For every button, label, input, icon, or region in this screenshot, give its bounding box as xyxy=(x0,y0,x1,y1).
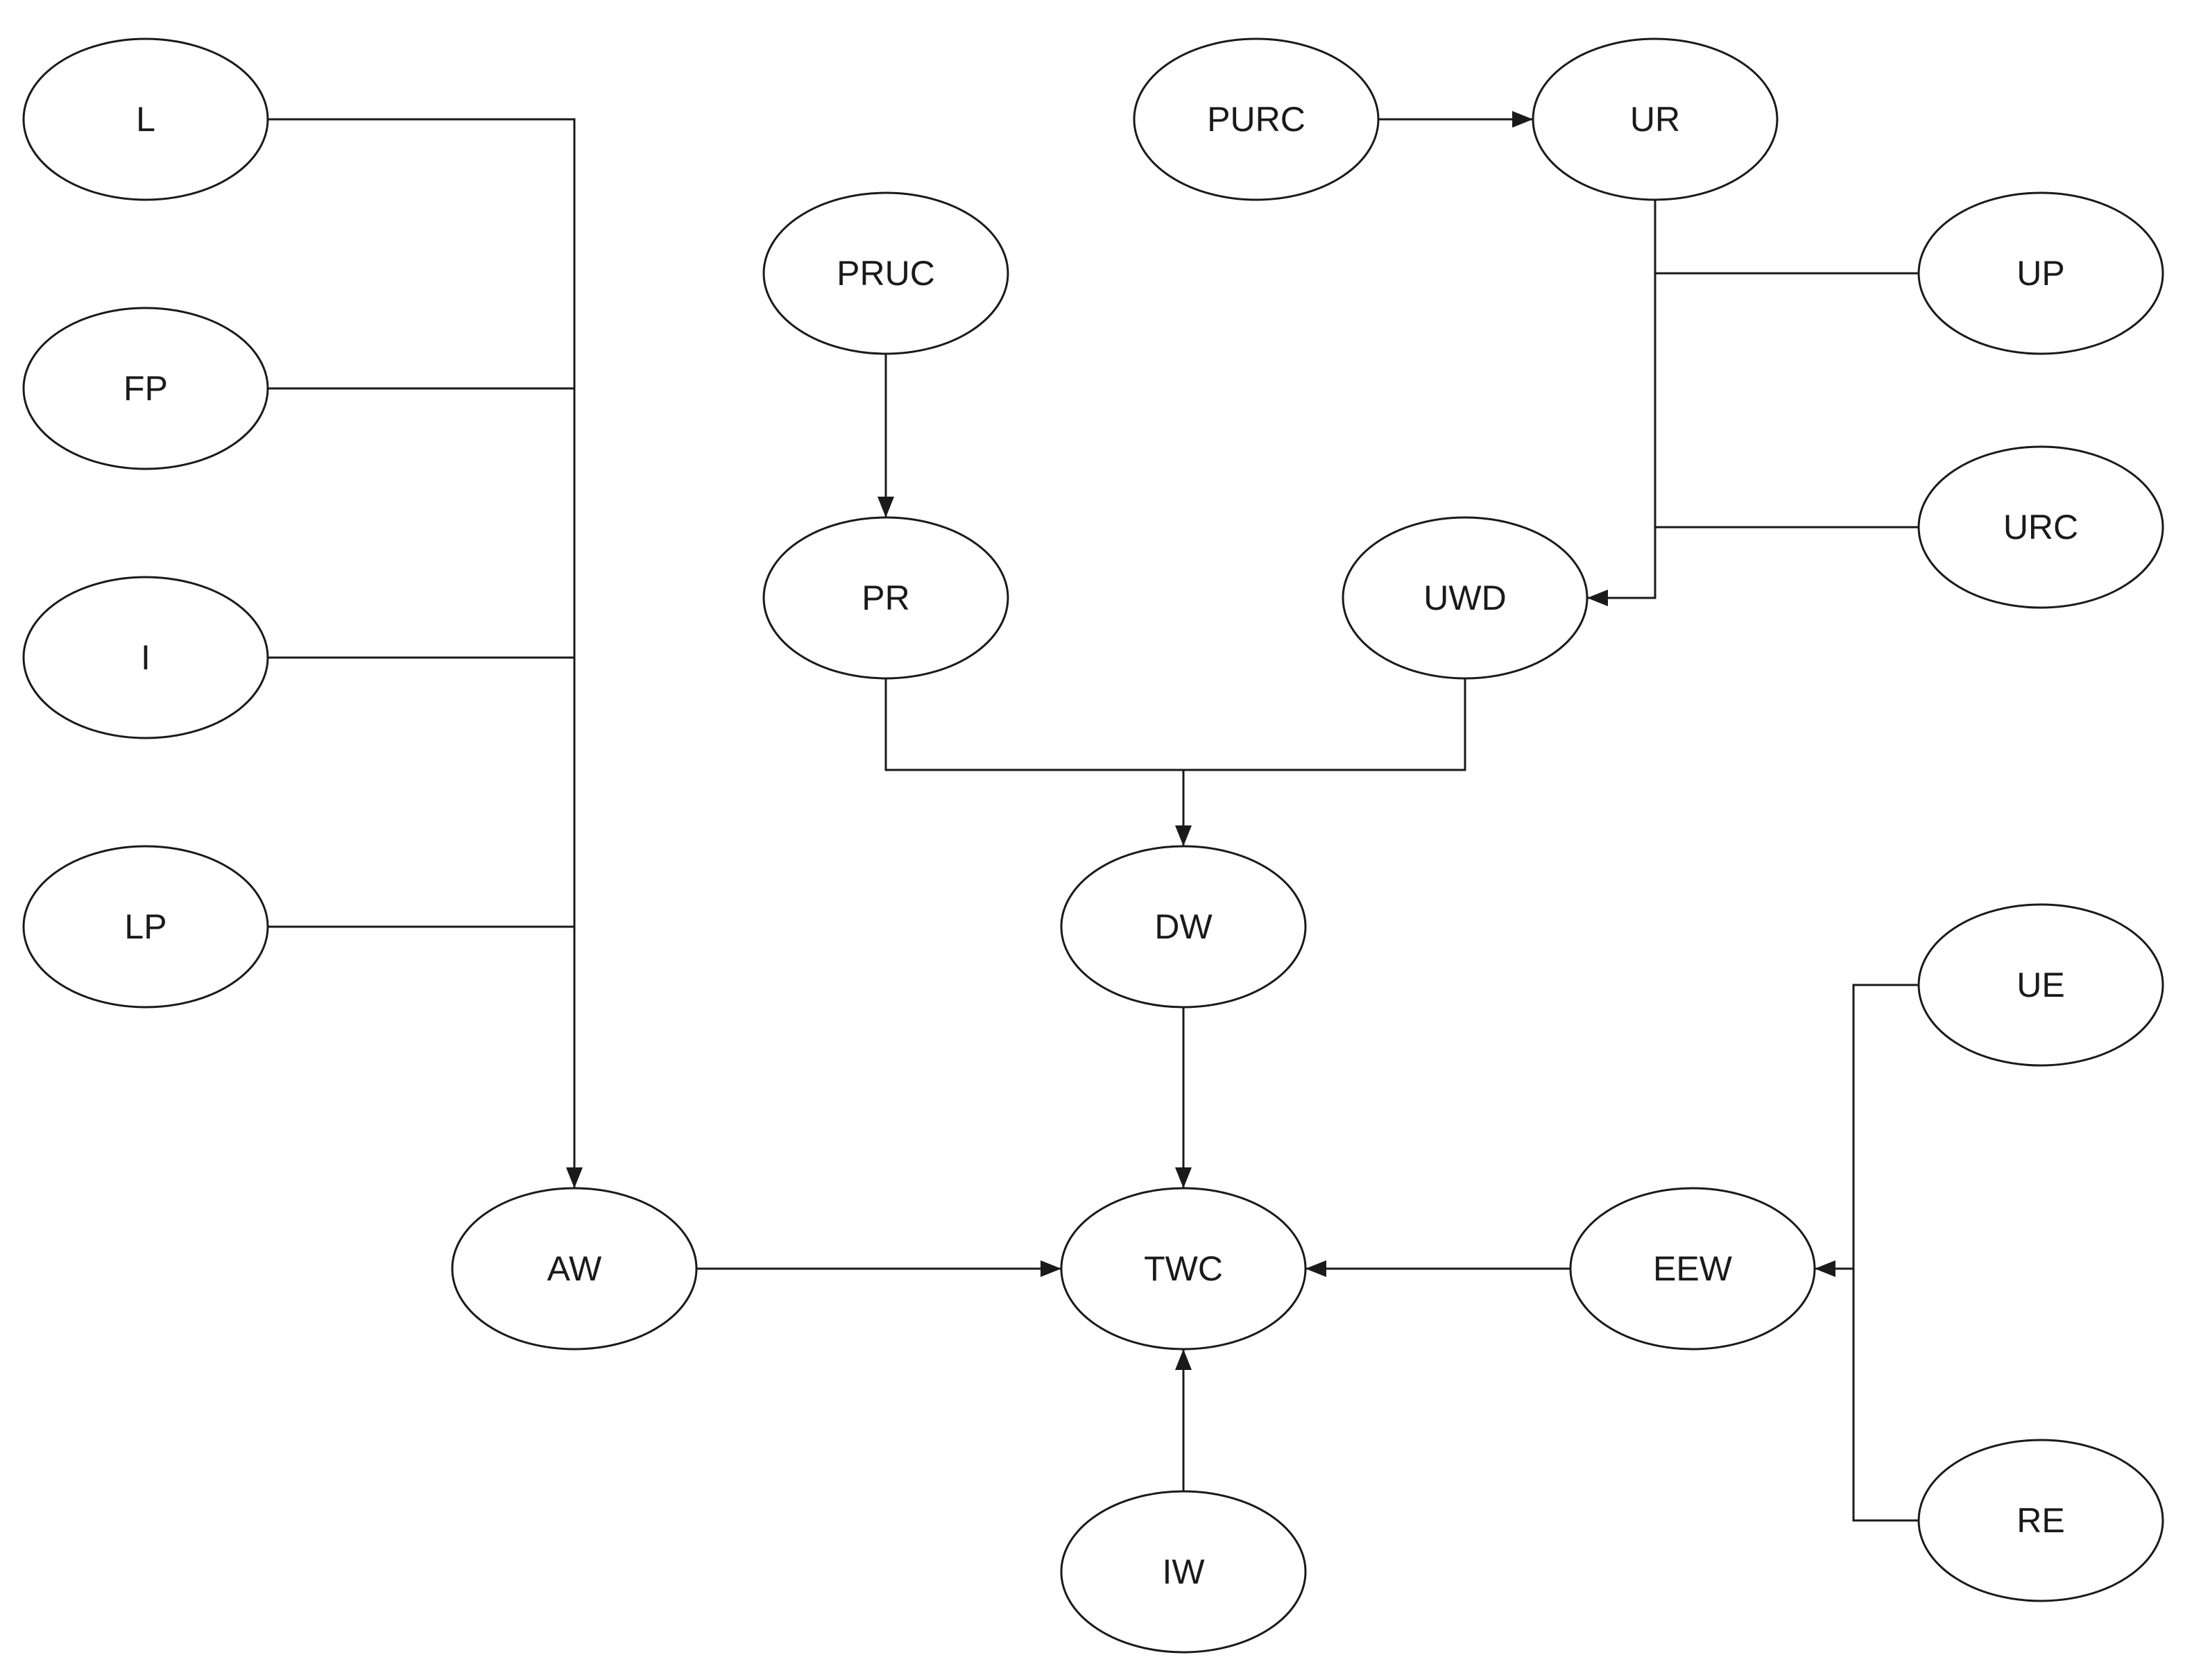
arrowhead-icon xyxy=(1175,825,1192,846)
node-twc: TWC xyxy=(1060,1187,1307,1351)
node-label: PRUC xyxy=(837,254,935,293)
edge-line xyxy=(1587,200,1656,599)
node-pruc: PRUC xyxy=(762,191,1009,355)
node-iw: IW xyxy=(1060,1490,1307,1654)
node-up: UP xyxy=(1917,191,2164,355)
node-label: UR xyxy=(1630,100,1680,139)
edge-line xyxy=(1815,984,1919,1270)
node-label: PR xyxy=(862,578,909,617)
node-dw: DW xyxy=(1060,845,1307,1009)
arrowhead-icon xyxy=(877,497,894,517)
node-label: FP xyxy=(123,369,168,408)
edge-uwd-to-dw xyxy=(1183,678,1466,771)
node-label: UWD xyxy=(1423,578,1506,617)
edge-eew-to-twc xyxy=(1305,1260,1570,1277)
node-fp: FP xyxy=(22,307,269,470)
edge-purc-to-ur xyxy=(1378,111,1533,128)
arrowhead-icon xyxy=(1175,1167,1192,1188)
node-ellipse xyxy=(22,845,269,1009)
arrowhead-icon xyxy=(1512,111,1533,128)
node-eew: EEW xyxy=(1569,1187,1816,1351)
edge-aw-to-twc xyxy=(696,1260,1061,1277)
node-ellipse xyxy=(22,307,269,470)
node-label: L xyxy=(136,100,155,139)
node-ellipse xyxy=(1060,1490,1307,1654)
node-ellipse xyxy=(762,191,1009,355)
node-i: I xyxy=(22,576,269,739)
node-label: PURC xyxy=(1207,100,1305,139)
edges-layer xyxy=(268,111,1919,1522)
node-re: RE xyxy=(1917,1439,2164,1602)
arrowhead-icon xyxy=(566,1167,583,1188)
node-urc: URC xyxy=(1917,445,2164,609)
node-label: UE xyxy=(2017,966,2064,1004)
node-ellipse xyxy=(22,37,269,201)
edge-line xyxy=(1183,678,1466,771)
node-purc: PURC xyxy=(1133,37,1380,201)
nodes-layer: L FP I LP AW PRUC PR PURC UR UP URC UWD DW TWC IW EEW UE… xyxy=(22,37,2164,1654)
node-aw: AW xyxy=(451,1187,698,1351)
node-ellipse xyxy=(22,576,269,739)
node-label: RE xyxy=(2017,1501,2064,1540)
node-ellipse xyxy=(1342,516,1589,680)
node-ellipse xyxy=(1532,37,1779,201)
node-ellipse xyxy=(1060,1187,1307,1351)
arrowhead-icon xyxy=(1815,1260,1835,1277)
node-ur: UR xyxy=(1532,37,1779,201)
edge-pruc-to-pr xyxy=(877,354,894,517)
node-ellipse xyxy=(1917,1439,2164,1602)
edge-ur-to-uwd xyxy=(1587,200,1656,606)
node-ellipse xyxy=(1917,903,2164,1067)
edge-line xyxy=(884,678,1185,846)
node-label: LP xyxy=(124,907,166,946)
node-ellipse xyxy=(1569,1187,1816,1351)
node-label: IW xyxy=(1162,1552,1205,1591)
node-ue: UE xyxy=(1917,903,2164,1067)
edge-dw-to-twc xyxy=(1175,1007,1192,1188)
node-label: DW xyxy=(1154,907,1213,946)
edge-line xyxy=(268,118,576,1188)
node-lp: LP xyxy=(22,845,269,1009)
edge-pr-to-dw xyxy=(884,678,1192,846)
arrowhead-icon xyxy=(1305,1260,1326,1277)
node-label: TWC xyxy=(1144,1249,1223,1288)
node-ellipse xyxy=(1917,191,2164,355)
arrowhead-icon xyxy=(1041,1260,1061,1277)
node-ellipse xyxy=(1060,845,1307,1009)
node-label: UP xyxy=(2017,254,2064,293)
node-ellipse xyxy=(762,516,1009,680)
node-label: EEW xyxy=(1653,1249,1733,1288)
node-l: L xyxy=(22,37,269,201)
node-pr: PR xyxy=(762,516,1009,680)
node-label: URC xyxy=(2003,508,2078,547)
node-label: I xyxy=(141,638,151,677)
arrowhead-icon xyxy=(1587,590,1608,606)
node-uwd: UWD xyxy=(1342,516,1589,680)
edge-iw-to-twc xyxy=(1175,1349,1192,1491)
arrowhead-icon xyxy=(1175,1349,1192,1370)
edge-ue-to-eew xyxy=(1815,984,1919,1277)
node-ellipse xyxy=(451,1187,698,1351)
edge-line xyxy=(1852,1269,1919,1522)
node-label: AW xyxy=(547,1249,602,1288)
node-ellipse xyxy=(1133,37,1380,201)
edge-re-to-eew xyxy=(1852,1269,1919,1522)
node-ellipse xyxy=(1917,445,2164,609)
edge-l-to-aw xyxy=(268,118,583,1188)
